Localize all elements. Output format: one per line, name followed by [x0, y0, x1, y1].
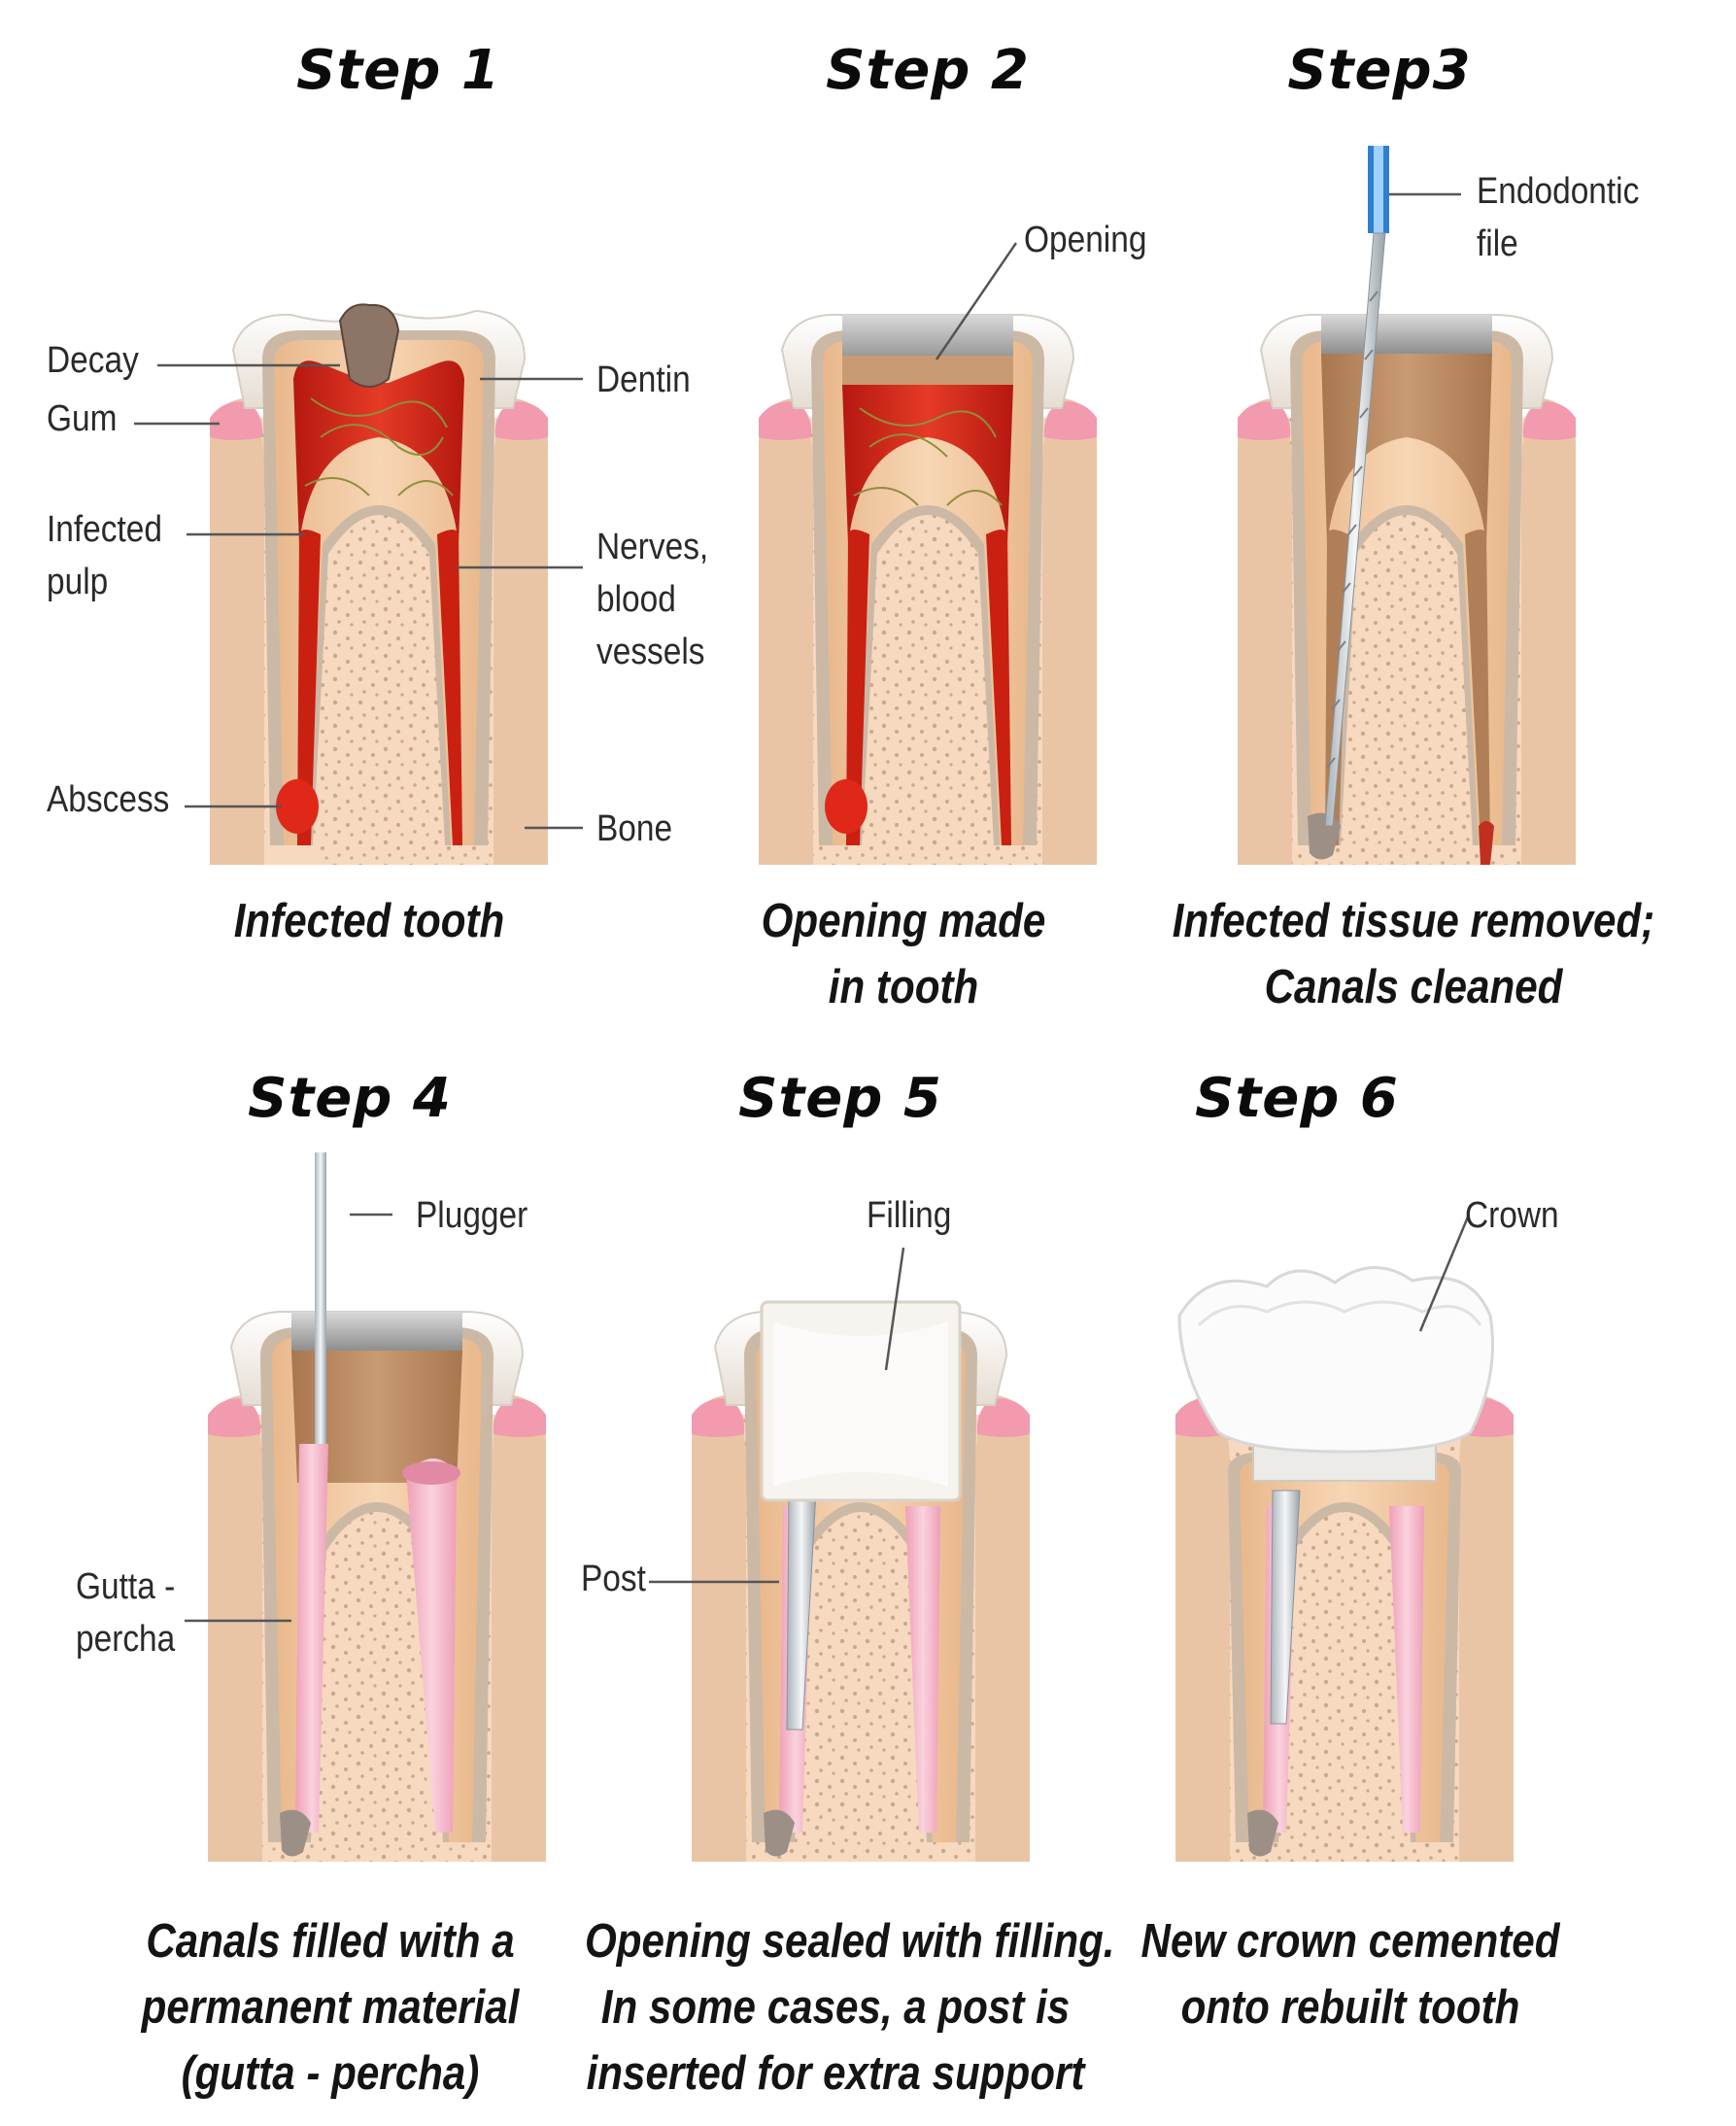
step-6-title: Step 6: [1195, 1067, 1399, 1130]
leader-crown: [1418, 1214, 1471, 1332]
tooth-step-5: [692, 1300, 1030, 1862]
gutta-percha-right: [406, 1458, 457, 1833]
label-abscess: Abscess: [47, 779, 170, 820]
label-plugger: Plugger: [416, 1195, 528, 1236]
label-post: Post: [581, 1559, 646, 1599]
label-opening: Opening: [1024, 220, 1147, 260]
abscess: [276, 779, 319, 834]
canal-right: [437, 530, 462, 845]
infected-pulp: [293, 360, 464, 544]
gum-right: [494, 398, 548, 865]
endodontic-file-shaft: [1324, 232, 1386, 827]
caption-step-5: Opening sealed with filling.In some case…: [585, 1915, 1115, 2100]
label-decay: Decay: [47, 340, 139, 381]
tooth-step-4: [208, 1152, 546, 1862]
label-gutta-percha: Gutta -percha: [76, 1566, 176, 1660]
leader-opening: [935, 242, 1018, 360]
crown: [1177, 1266, 1494, 1454]
canal-left: [297, 530, 321, 845]
gum-base-left: [264, 845, 321, 865]
step-1-title: Step 1: [296, 39, 500, 102]
decay: [338, 303, 400, 388]
label-gum: Gum: [47, 398, 118, 439]
gutta-percha-right: [905, 1506, 940, 1833]
nerves: [304, 397, 454, 497]
gum-tip-left: [210, 401, 263, 440]
tooth-step-6: [1175, 1266, 1514, 1862]
caption-step-1: Infected tooth: [233, 895, 505, 947]
caption-step-3: Infected tissue removed;Canals cleaned: [1172, 895, 1655, 1013]
label-bone: Bone: [596, 808, 673, 849]
label-filling: Filling: [867, 1195, 952, 1236]
gum-left: [210, 398, 264, 865]
label-dentin: Dentin: [596, 360, 691, 400]
step-2-title: Step 2: [826, 39, 1030, 102]
label-crown: Crown: [1465, 1195, 1559, 1236]
tooth-step-3: [1238, 146, 1576, 865]
step-4-title: Step 4: [248, 1067, 452, 1130]
tooth-step-1: [210, 303, 548, 865]
plugger-shaft: [315, 1152, 326, 1444]
step-5-title: Step 5: [738, 1067, 942, 1130]
gutta-percha-left: [295, 1444, 328, 1833]
opening-cavity: [842, 315, 1013, 363]
step-3-title: Step3: [1287, 39, 1472, 102]
tooth-step-2: [759, 313, 1097, 865]
leader-filling: [884, 1247, 905, 1371]
gum-tip-right: [494, 401, 548, 440]
